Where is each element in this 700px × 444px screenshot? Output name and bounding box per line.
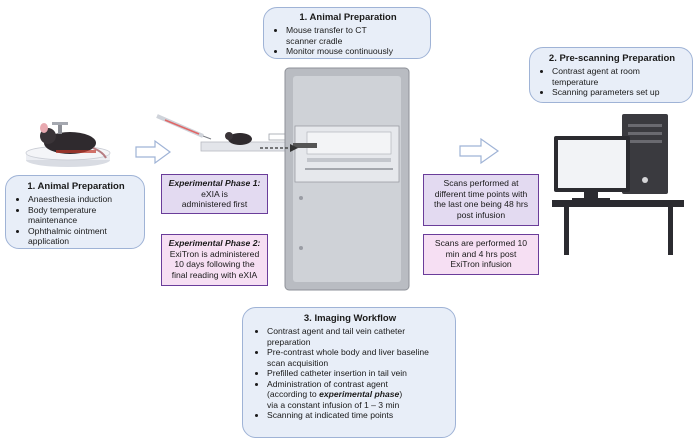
imaging-workflow-box: 3. Imaging Workflow Contrast agent and t… (242, 307, 456, 438)
scans1-text: Scans performed at different time points… (433, 178, 529, 220)
phase2-text: ExiTron is administered 10 days followin… (169, 248, 260, 280)
imaging-item: Pre-contrast whole body and liver baseli… (267, 347, 445, 368)
imaging-title: 3. Imaging Workflow (303, 313, 397, 324)
top-prep-item: Mouse transfer to CT scanner cradle (286, 25, 422, 46)
ct-scanner-illustration (284, 67, 410, 291)
left-animal-prep-box: 1. Animal Preparation Anaesthesia induct… (5, 175, 145, 249)
imaging-item: Administration of contrast agent (accord… (267, 379, 445, 400)
imaging-item-text: Administration of contrast agent (accord… (267, 378, 388, 400)
phase2-title: Experimental Phase 2: (168, 238, 261, 248)
dashed-arrow-icon (260, 144, 298, 152)
phase2-box: Experimental Phase 2: ExiTron is adminis… (161, 234, 268, 286)
imaging-item: via a constant infusion of 1 – 3 min (267, 399, 400, 410)
phase1-title: Experimental Phase 1: (168, 178, 261, 188)
prescan-title: 2. Pre-scanning Preparation (548, 53, 676, 64)
imaging-emphasis-suffix: ) (399, 389, 403, 399)
left-prep-item: Body temperature maintenance (28, 205, 136, 226)
arrow-right-icon (459, 137, 500, 165)
prescan-item: Contrast agent at room temperature (552, 66, 684, 87)
imaging-item: Scanning at indicated time points (267, 410, 445, 421)
syringe-cradle-illustration (156, 114, 292, 152)
imaging-item: Prefilled catheter insertion in tail vei… (267, 368, 445, 379)
scans2-box: Scans are performed 10 min and 4 hrs pos… (423, 234, 539, 275)
scans2-text: Scans are performed 10 min and 4 hrs pos… (434, 238, 528, 269)
phase1-text: eXIA is administered first (181, 188, 248, 210)
prescan-item: Scanning parameters set up (552, 87, 684, 98)
top-prep-item: Monitor mouse continuously (286, 46, 422, 57)
computer-desk-illustration (552, 114, 684, 255)
imaging-emphasis: experimental phase (319, 389, 400, 399)
top-animal-prep-box: 1. Animal Preparation Mouse transfer to … (263, 7, 431, 59)
mouse-on-stage-illustration (25, 122, 111, 167)
left-animal-prep-title: 1. Animal Preparation (27, 181, 125, 192)
phase1-box: Experimental Phase 1: eXIA is administer… (161, 174, 268, 214)
prescan-box: 2. Pre-scanning Preparation Contrast age… (529, 47, 693, 103)
top-animal-prep-title: 1. Animal Preparation (299, 12, 397, 23)
left-prep-item: Ophthalmic ointment application (28, 226, 136, 247)
left-prep-item: Anaesthesia induction (28, 194, 136, 205)
imaging-item: Contrast agent and tail vein catheter pr… (267, 326, 445, 347)
arrow-right-icon (135, 139, 172, 165)
scans1-box: Scans performed at different time points… (423, 174, 539, 226)
